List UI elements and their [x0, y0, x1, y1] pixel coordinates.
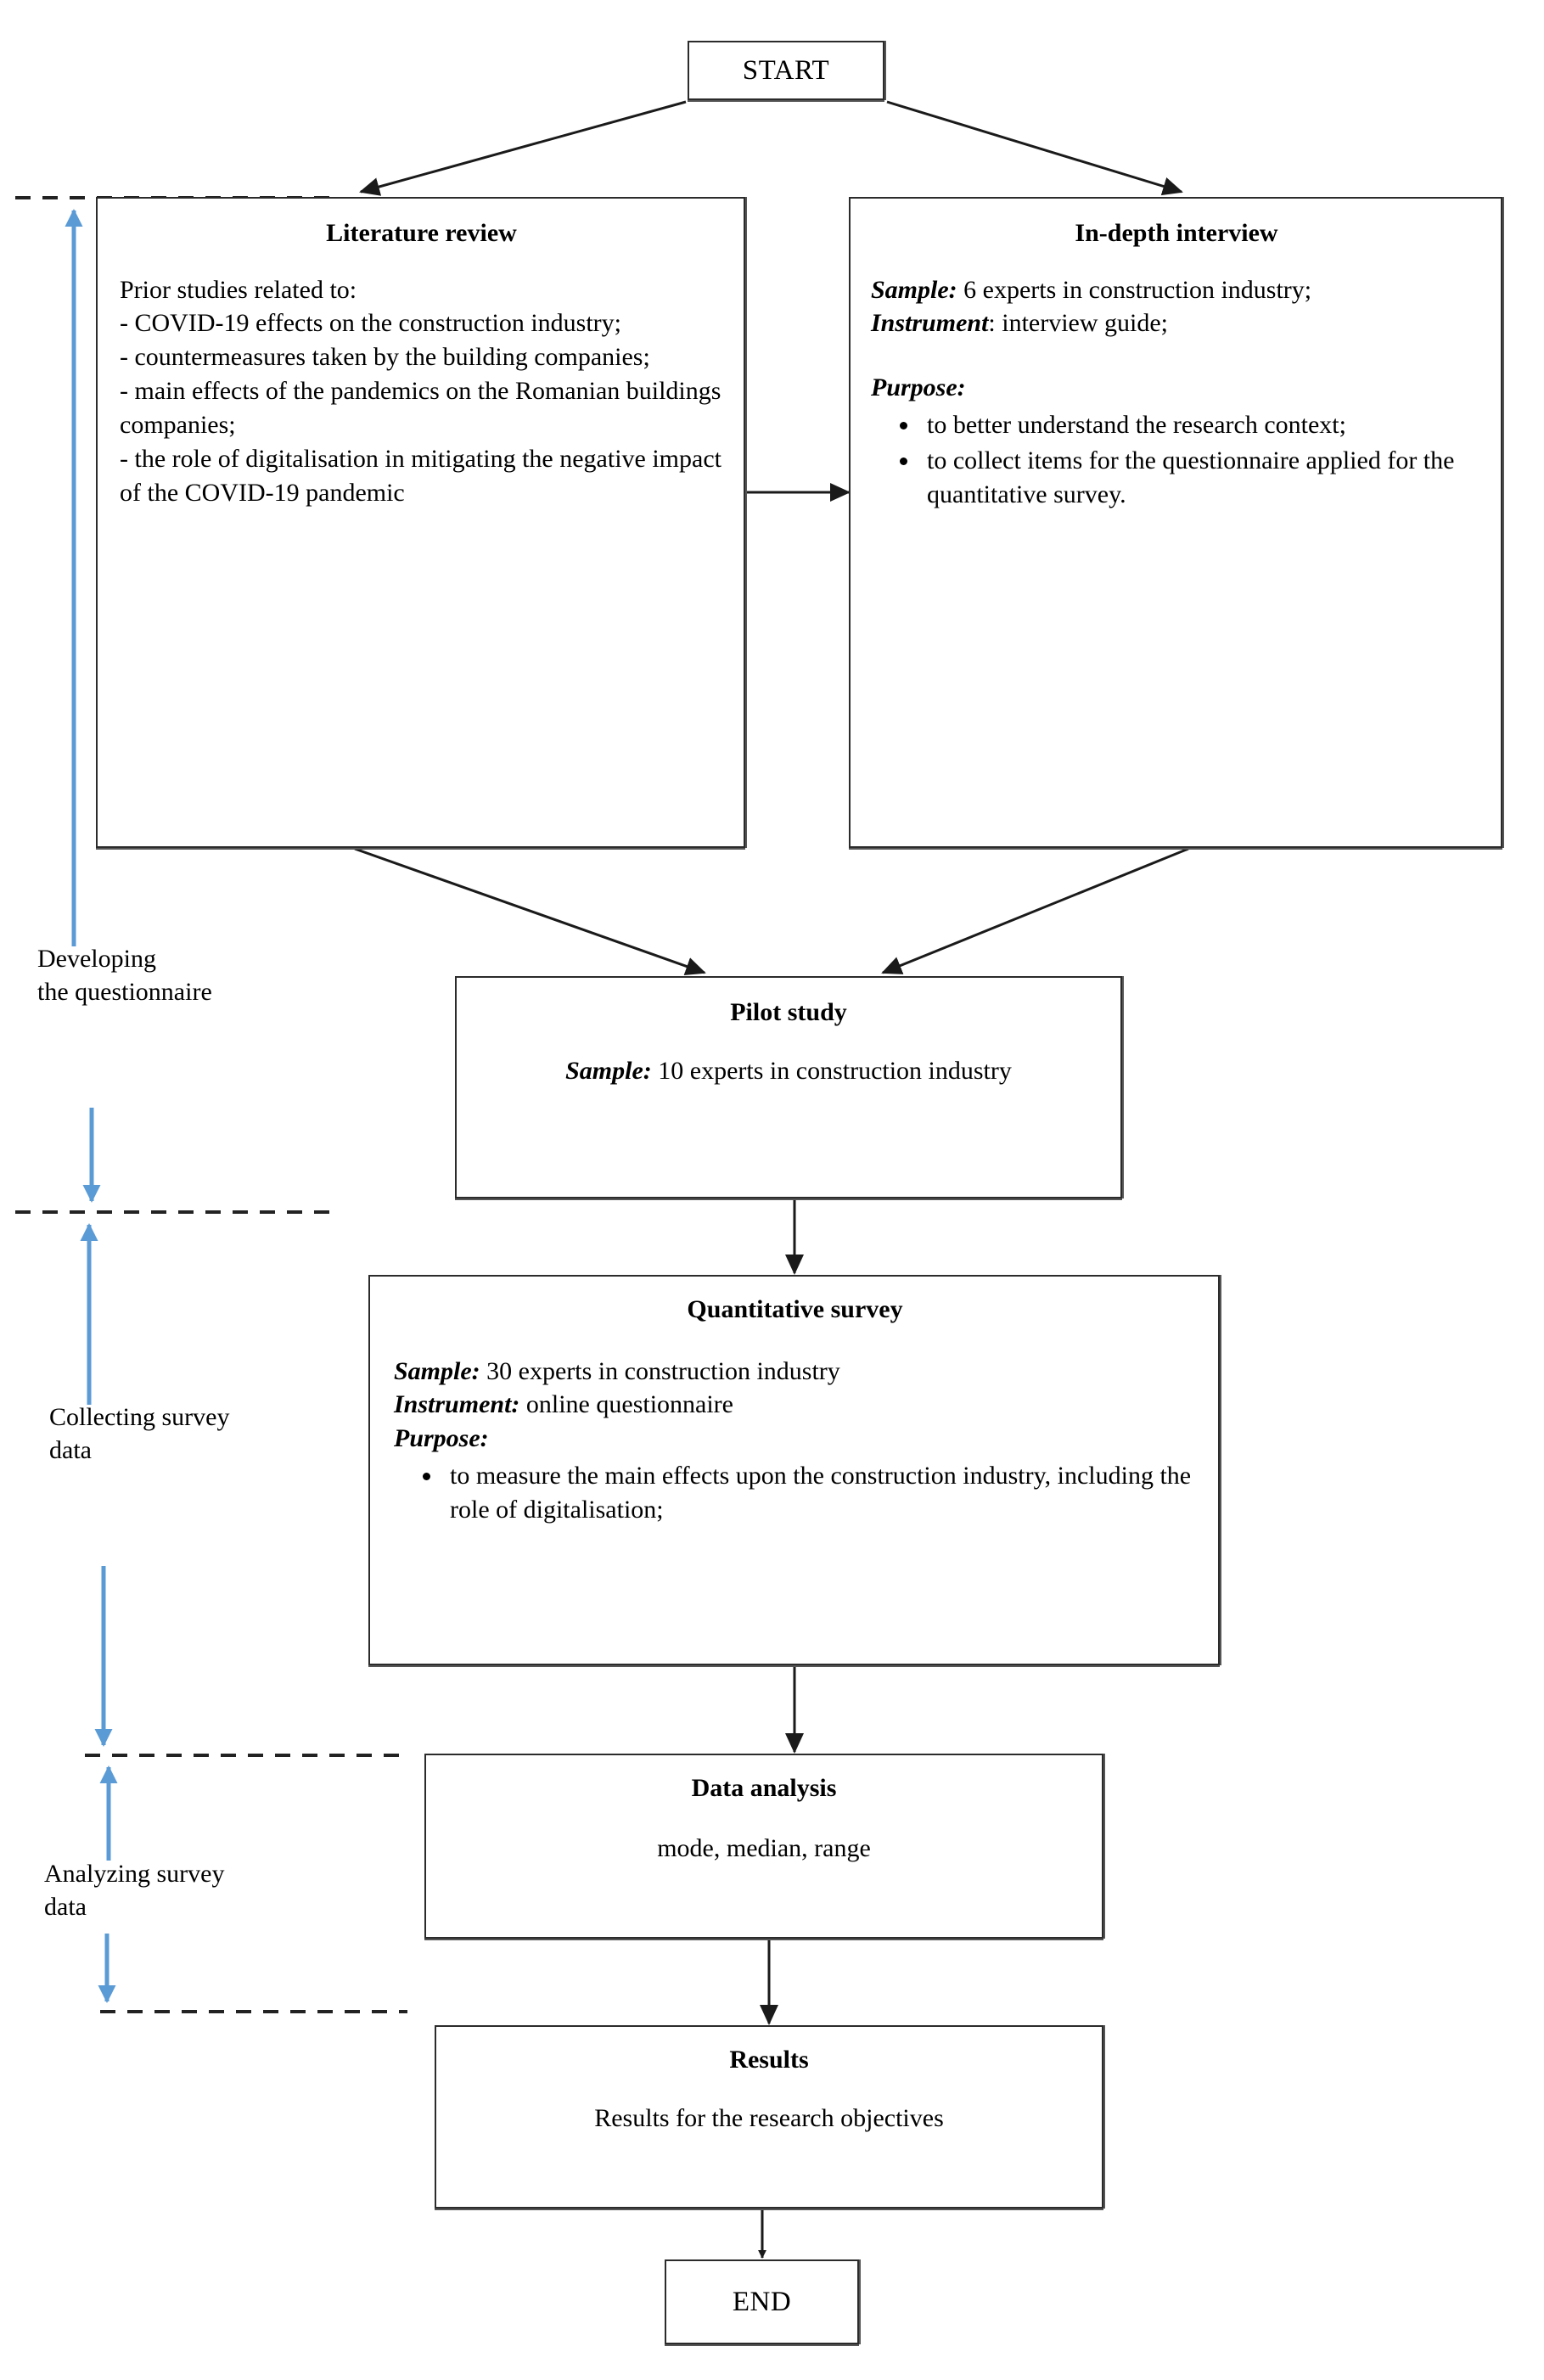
node-end-label: END	[732, 2286, 792, 2317]
stage-label-collecting-line2: data	[49, 1436, 92, 1464]
survey-instrument-label: Instrument:	[394, 1390, 520, 1419]
node-in-depth-interview-title: In-depth interview	[1075, 219, 1278, 247]
stage-label-developing-line2: the questionnaire	[37, 978, 212, 1006]
interview-sample-line: Sample: 6 experts in construction indust…	[871, 273, 1482, 307]
node-results[interactable]: Results Results for the research objecti…	[435, 2025, 1103, 2209]
survey-sample-label: Sample:	[394, 1356, 480, 1385]
literature-item-1: - countermeasures taken by the building …	[120, 343, 650, 372]
node-pilot-study[interactable]: Pilot study Sample: 10 experts in constr…	[455, 976, 1122, 1198]
node-results-title: Results	[729, 2046, 809, 2074]
node-data-analysis-body: mode, median, range	[657, 1833, 871, 1862]
interview-instrument-value: : interview guide;	[988, 309, 1169, 338]
stage-label-analyzing: Analyzing survey data	[44, 1857, 333, 1923]
interview-sample-label: Sample:	[871, 275, 957, 304]
stage-label-developing-line1: Developing	[37, 945, 156, 973]
list-item: to measure the main effects upon the con…	[443, 1459, 1196, 1527]
survey-purpose-list: to measure the main effects upon the con…	[394, 1459, 1196, 1527]
node-in-depth-interview[interactable]: In-depth interview Sample: 6 experts in …	[849, 197, 1502, 848]
node-quantitative-survey-title: Quantitative survey	[687, 1295, 903, 1323]
survey-purpose-label: Purpose:	[394, 1424, 489, 1453]
survey-sample-value: 30 experts in construction industry	[480, 1356, 840, 1385]
node-results-body: Results for the research objectives	[594, 2103, 944, 2132]
edge-interview-to-pilot	[881, 847, 1189, 974]
edge-start-to-interview	[886, 100, 1183, 196]
edge-literature-to-pilot	[354, 847, 706, 976]
list-item: to better understand the research contex…	[920, 408, 1482, 442]
stage-label-analyzing-line1: Analyzing survey	[44, 1860, 225, 1888]
node-literature-review-title: Literature review	[326, 219, 517, 247]
pilot-sample-label: Sample:	[565, 1056, 652, 1085]
node-data-analysis[interactable]: Data analysis mode, median, range	[424, 1754, 1103, 1939]
node-end[interactable]: END	[665, 2259, 859, 2344]
survey-instrument-value: online questionnaire	[519, 1390, 733, 1419]
literature-item-0: - COVID-19 effects on the construction i…	[120, 309, 621, 338]
stage-label-collecting: Collecting survey data	[49, 1400, 338, 1467]
stage-label-developing: Developing the questionnaire	[37, 942, 326, 1008]
node-pilot-study-title: Pilot study	[730, 998, 847, 1026]
interview-purpose-list: to better understand the research contex…	[871, 408, 1482, 512]
edge-start-to-literature	[359, 100, 687, 196]
literature-lead: Prior studies related to:	[120, 275, 357, 304]
stage-label-collecting-line1: Collecting survey	[49, 1403, 230, 1431]
survey-instrument-line: Instrument: online questionnaire	[394, 1388, 1196, 1422]
stage-label-analyzing-line2: data	[44, 1893, 87, 1921]
literature-item-3: - the role of digitalisation in mitigati…	[120, 444, 721, 507]
interview-purpose-label: Purpose:	[871, 373, 966, 402]
interview-instrument-label: Instrument	[871, 309, 989, 338]
pilot-sample-value: 10 experts in construction industry	[651, 1056, 1012, 1085]
node-literature-review[interactable]: Literature review Prior studies related …	[96, 197, 745, 848]
node-quantitative-survey[interactable]: Quantitative survey Sample: 30 experts i…	[368, 1275, 1220, 1665]
node-start[interactable]: START	[688, 41, 884, 100]
interview-instrument-line: Instrument: interview guide;	[871, 306, 1482, 340]
list-item: to collect items for the questionnaire a…	[920, 444, 1482, 512]
node-start-label: START	[742, 54, 830, 86]
interview-sample-value: 6 experts in construction industry;	[957, 275, 1312, 304]
node-data-analysis-title: Data analysis	[691, 1774, 837, 1802]
survey-sample-line: Sample: 30 experts in construction indus…	[394, 1355, 1196, 1389]
literature-item-2: - main effects of the pandemics on the R…	[120, 377, 721, 440]
